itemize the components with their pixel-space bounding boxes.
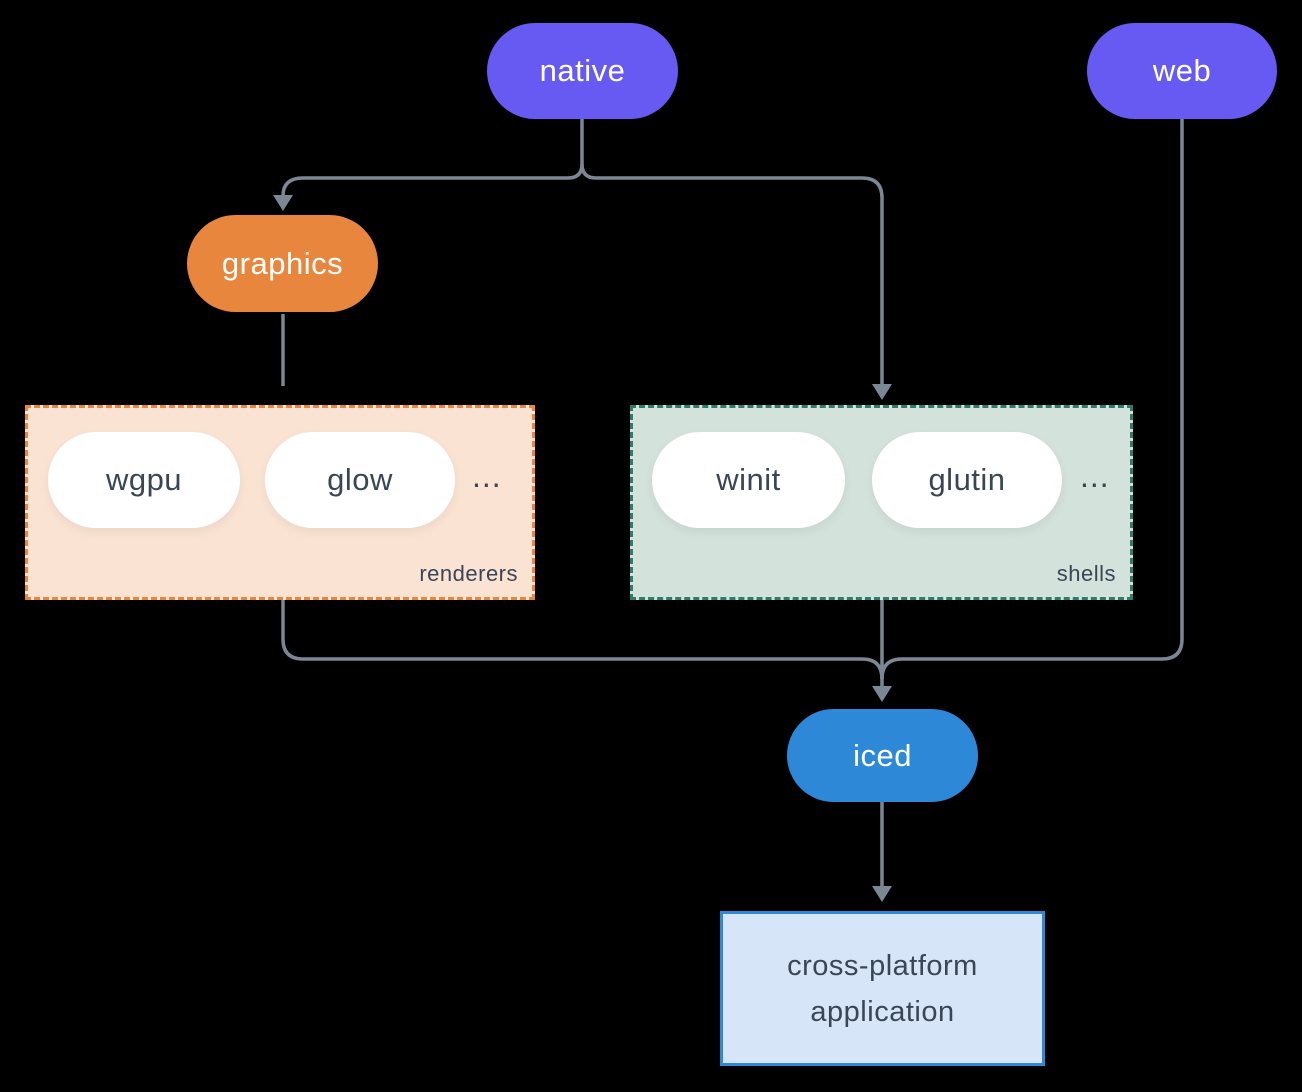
edge-renderers-merge [281,600,884,680]
renderers-ellipsis: ... [472,458,502,494]
arrowhead-iced [872,686,892,702]
node-glutin: glutin [872,432,1062,528]
arrowhead-app [872,886,892,902]
node-web-label: web [1152,53,1212,88]
group-shells-label: shells [1056,561,1116,586]
node-cross-platform-application: cross-platform application [720,911,1045,1066]
node-wgpu-label: wgpu [105,462,183,497]
node-glutin-label: glutin [928,462,1006,497]
node-graphics-label: graphics [221,245,344,281]
arrowhead-graphics [273,195,293,211]
app-label-line2: application [810,995,955,1028]
node-winit: winit [652,432,845,528]
shells-ellipsis: ... [1080,458,1110,494]
node-graphics: graphics [187,215,378,312]
node-web: web [1087,23,1277,119]
node-native: native [487,23,678,119]
edge-native-graphics [281,163,584,197]
arrowhead-shells [872,384,892,400]
edge-web-merge [880,118,1184,680]
node-iced: iced [787,709,978,802]
edge-native-shells [580,163,884,386]
node-winit-label: winit [716,462,781,497]
node-native-label: native [539,53,626,88]
node-glow: glow [265,432,455,528]
node-wgpu: wgpu [48,432,240,528]
node-iced-label: iced [853,737,912,773]
node-glow-label: glow [327,462,393,497]
group-renderers-label: renderers [419,561,518,586]
app-label-line1: cross-platform [787,949,978,982]
